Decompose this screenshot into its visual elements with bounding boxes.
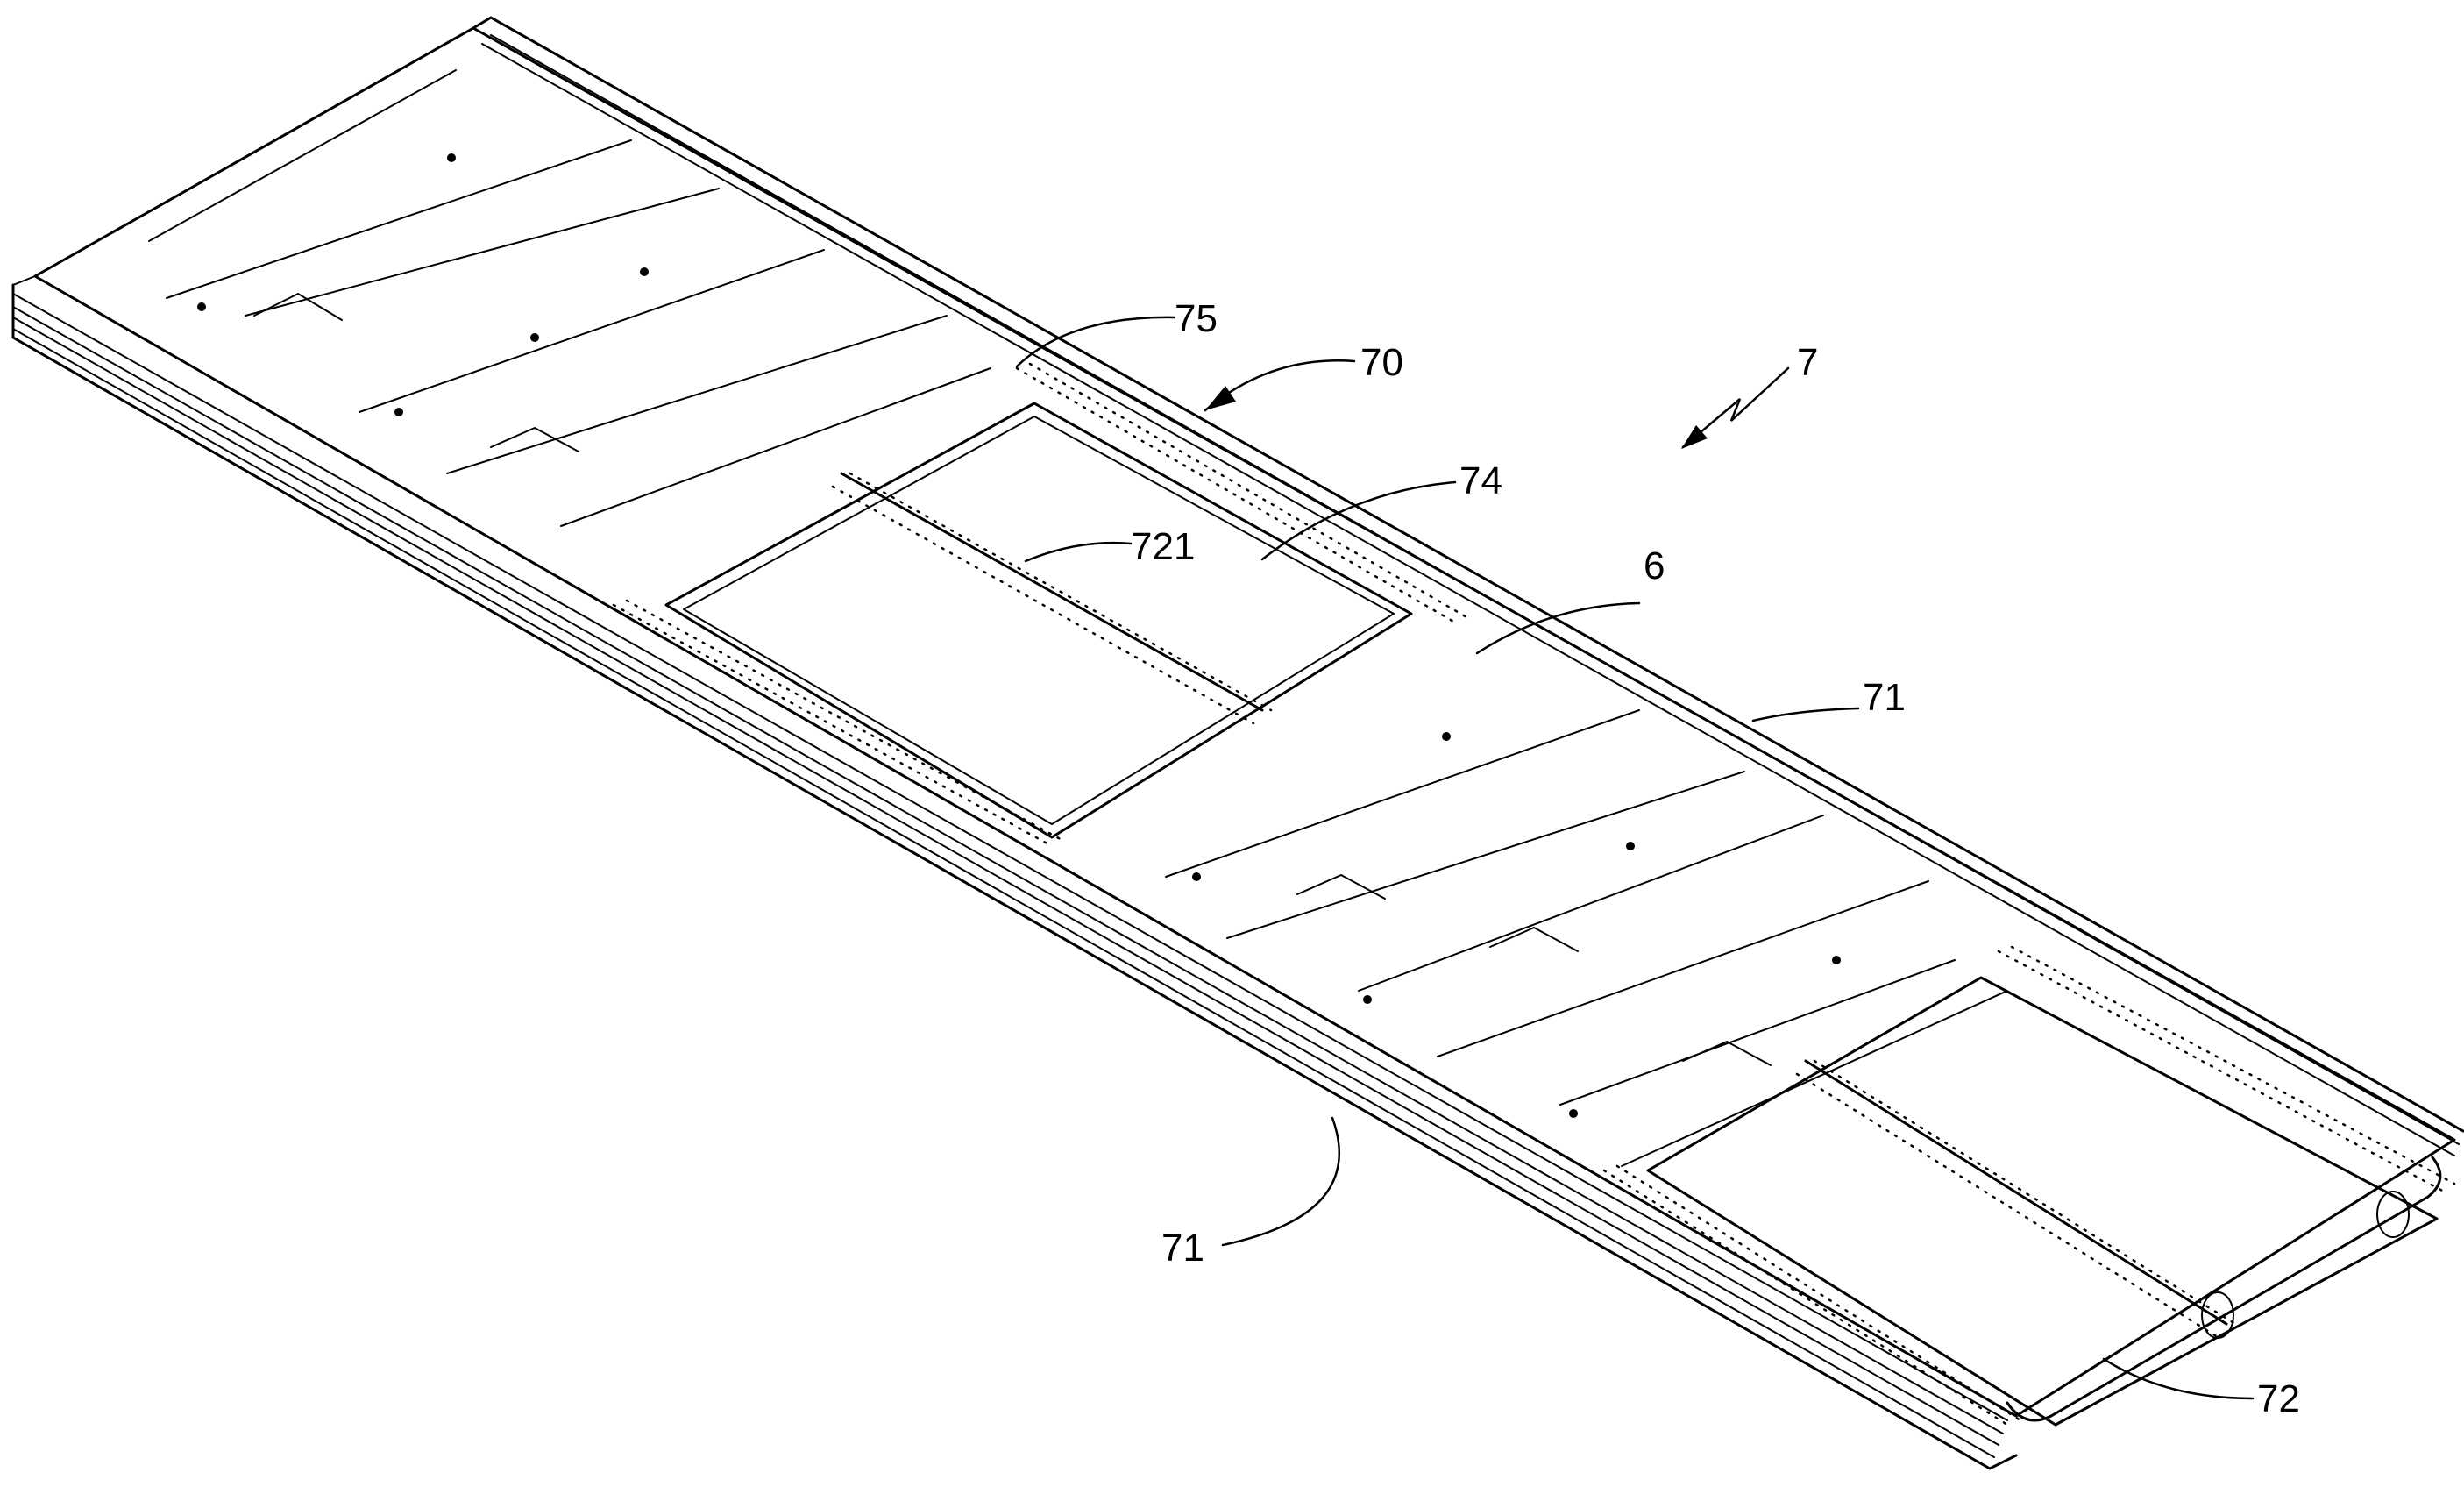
leader-721 [1026, 543, 1131, 561]
leader-6 [1477, 603, 1639, 653]
upper-belt-window-inner [684, 416, 1394, 824]
lower-belt-divider [1806, 1061, 2226, 1324]
cross-plates [149, 70, 2007, 1166]
label-7: 7 [1797, 341, 1818, 384]
label-6: 6 [1644, 544, 1665, 587]
far-rail-line-b [482, 44, 2454, 1156]
leader-71-left [1223, 1118, 1339, 1245]
lower-belt-window [1648, 978, 2437, 1425]
leader-71-right [1753, 708, 1858, 721]
label-74: 74 [1459, 459, 1502, 502]
upper-belt-window [666, 403, 1411, 837]
frame [13, 18, 2463, 1469]
leader-72 [2104, 1359, 2253, 1398]
label-721: 721 [1131, 525, 1195, 568]
upper-belt-module [614, 364, 1468, 846]
label-71-left: 71 [1161, 1227, 1204, 1270]
near-rail-line-d [13, 329, 1994, 1457]
near-rail-line-a [13, 294, 2007, 1420]
reference-numerals: 75 70 7 74 721 6 71 71 72 [1131, 297, 2300, 1420]
upper-belt-divider [841, 473, 1262, 710]
label-75: 75 [1175, 297, 1218, 340]
far-rail-line-a [491, 35, 2459, 1144]
far-side-rail [473, 18, 2463, 1131]
label-70: 70 [1360, 341, 1403, 384]
near-rail-end-left [13, 276, 35, 285]
label-72: 72 [2257, 1377, 2300, 1420]
near-rail-line-c [13, 317, 1999, 1445]
near-rail-line-b [13, 307, 2003, 1434]
deck-top-surface [35, 28, 2454, 1416]
label-71-right: 71 [1863, 676, 1906, 719]
arrow-70 [1205, 386, 1236, 410]
lower-belt-module [1604, 947, 2454, 1425]
